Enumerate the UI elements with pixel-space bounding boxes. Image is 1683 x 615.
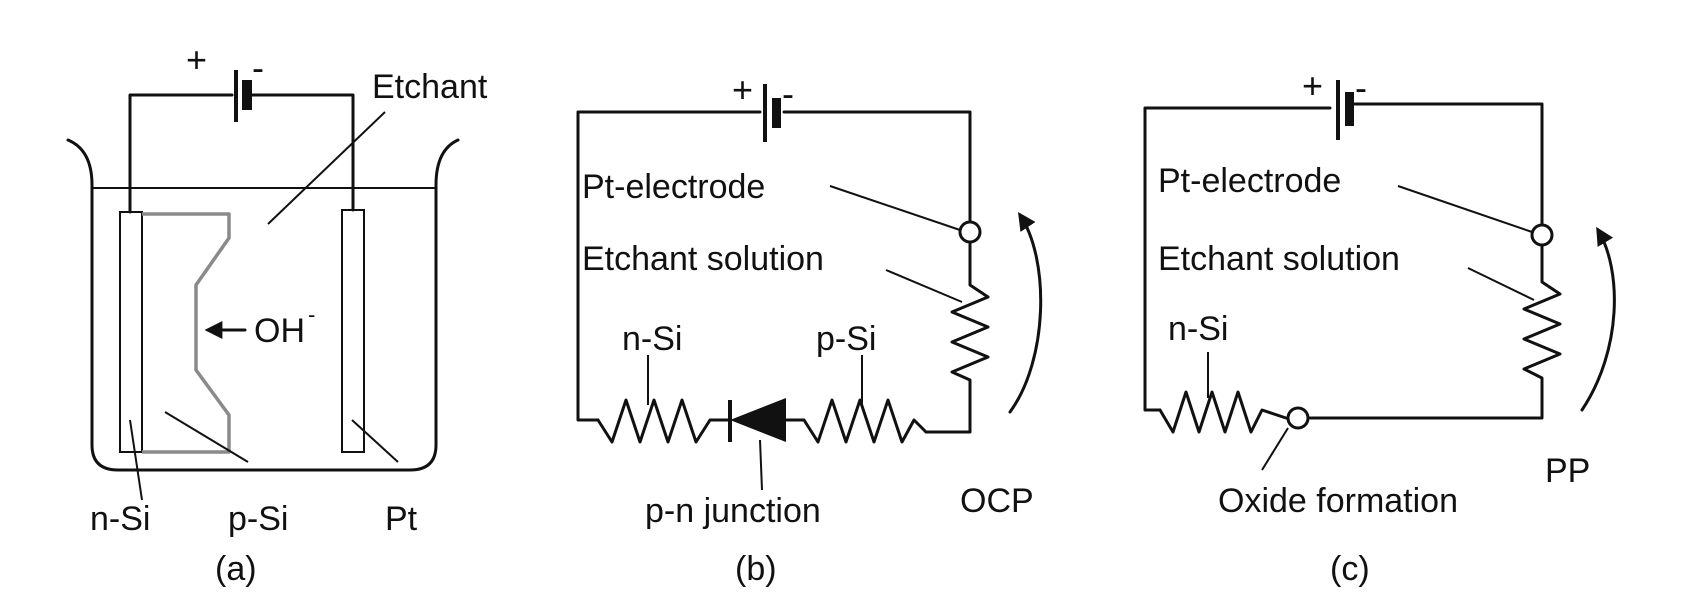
battery-plus: + [1302,65,1323,106]
panel-a-caption: (a) [215,550,257,588]
p-si-label: p-Si [228,500,288,538]
etchant-resistor [1308,243,1562,420]
etchant-label: Etchant [372,68,488,106]
battery-plus: + [732,69,753,110]
n-si-label: n-Si [1168,310,1228,348]
ocp-label: OCP [960,482,1034,520]
etchant-solution-leader [1467,267,1535,301]
ion-charge: - [308,302,315,327]
n-si-leader [129,419,143,501]
etchant-resistor [924,240,990,434]
etchant-solution-label: Etchant solution [582,240,824,278]
etchant-solution-leader [885,269,963,303]
pt-electrode-leader [1397,185,1533,233]
junction-label: p-n junction [645,492,821,530]
battery-minus: - [1355,67,1367,108]
p-si-resistor [784,398,928,444]
panel-b-caption: (b) [735,550,777,588]
circuit-wire-c-left [1143,106,1332,412]
battery-minus: - [782,73,794,114]
p-si-label: p-Si [816,320,876,358]
battery-plate-short [1345,92,1354,126]
oxide-label: Oxide formation [1218,482,1458,520]
etchant-leader [267,111,386,225]
panel-b: + - Pt-electrode Etchant solution n-Si p… [576,69,1043,588]
n-si-label: n-Si [622,320,682,358]
circuit-wire-a [128,93,355,214]
pt-electrode-node [1530,223,1554,247]
n-si-resistor [596,398,732,444]
p-si-region [142,212,231,454]
pp-label: PP [1545,452,1590,490]
battery-minus: - [252,47,264,88]
panel-c: + - Pt-electrode Etchant solution n-Si O… [1143,65,1616,588]
ocp-arrow [1008,212,1043,414]
pp-arrow [1580,226,1616,412]
p-si-leader [164,411,249,463]
diode-triangle [730,398,786,442]
panel-c-caption: (c) [1330,550,1370,588]
etchant-solution-label: Etchant solution [1158,240,1400,278]
oxide-leader [1261,427,1289,471]
battery-plate-short [772,98,781,128]
oxide-node [1286,406,1310,430]
pt-bar [341,209,365,453]
beaker [66,138,460,472]
battery-plus: + [186,39,207,80]
circuit-wire-b-left [576,110,762,422]
junction-leader [759,439,763,491]
circuit-wire-b-right [782,110,972,224]
ion-label: OH [254,312,305,350]
pt-electrode-label: Pt-electrode [582,168,765,206]
pt-leader [351,419,399,463]
pt-electrode-leader [829,185,961,231]
pt-label: Pt [385,500,418,538]
panel-a: + - Etchant OH - n-Si p-Si Pt (a) [66,39,488,588]
circuit-wire-c-right [1353,102,1544,227]
n-si-resistor [1158,390,1288,434]
pt-electrode-label: Pt-electrode [1158,162,1341,200]
n-si-label: n-Si [90,500,150,538]
n-si-bar [119,211,143,453]
battery-plate-short [242,80,252,110]
pt-electrode-node [958,220,982,244]
